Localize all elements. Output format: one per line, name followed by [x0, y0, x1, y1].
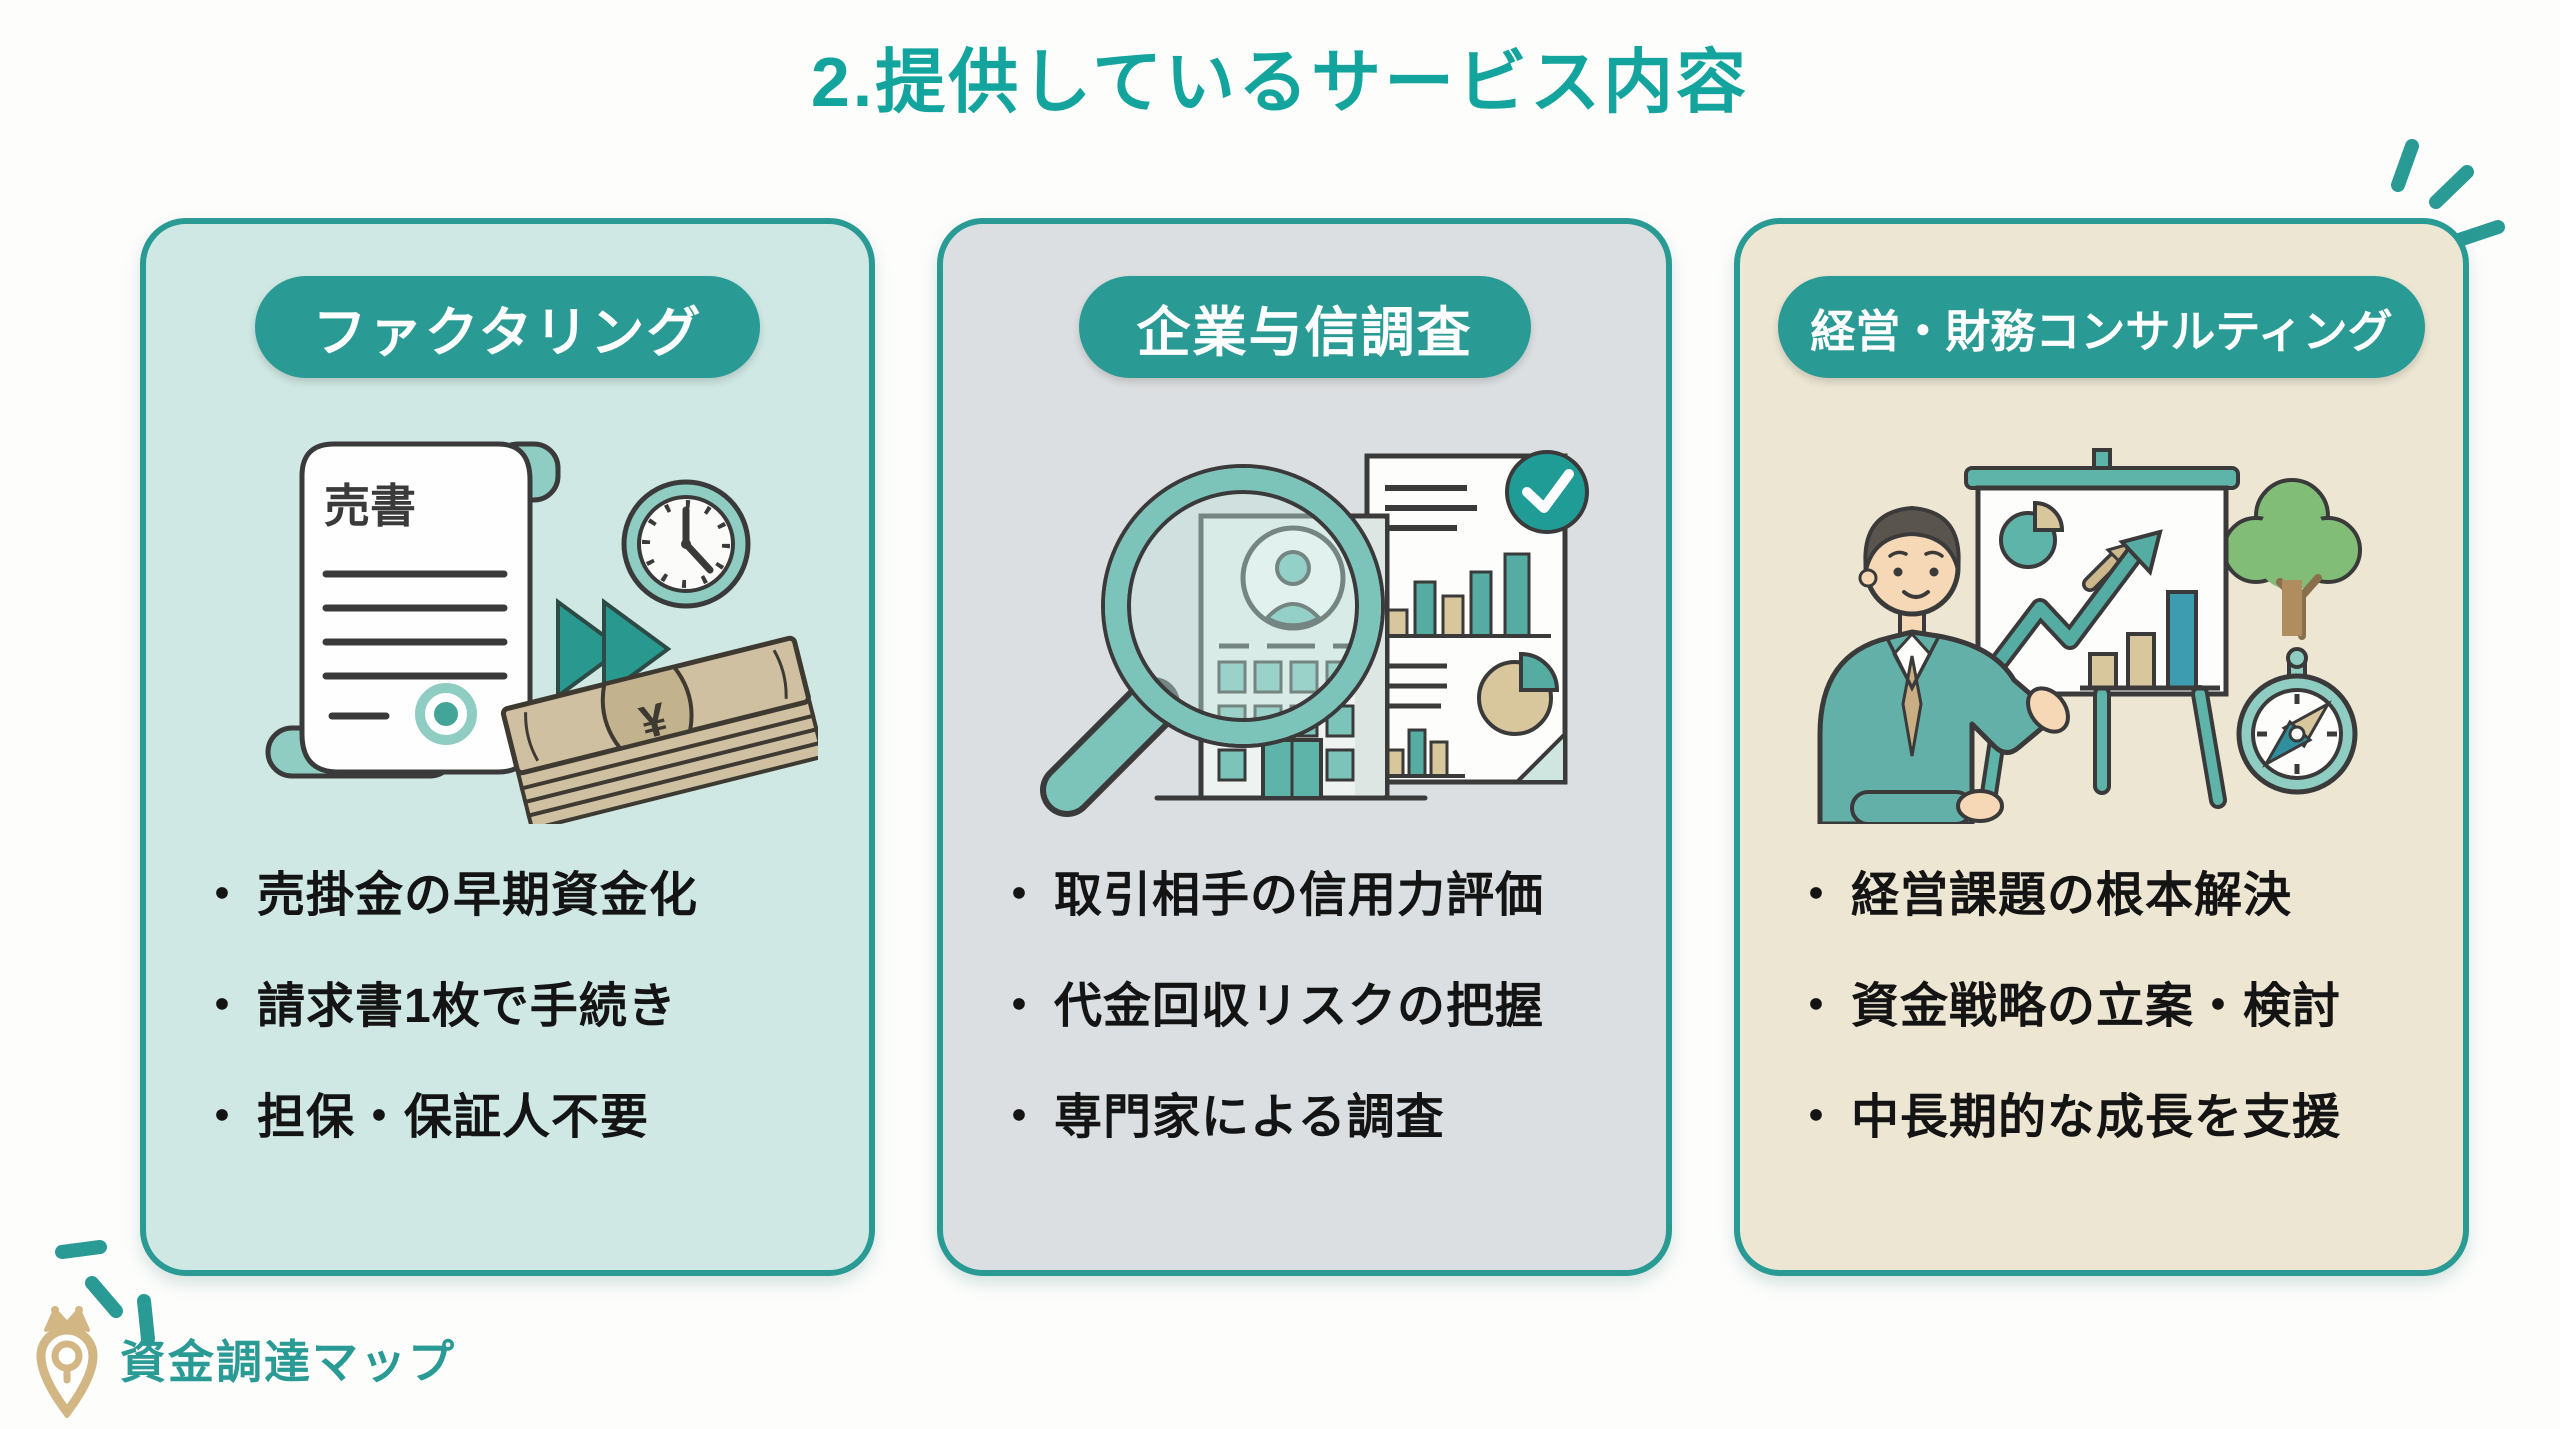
- presenter-icon: [1817, 505, 2070, 824]
- magnifier-icon: [1039, 464, 1385, 817]
- clock-icon: [621, 479, 750, 609]
- card-credit-research-illustration-wrap: [943, 398, 1666, 830]
- bullet-item: ・担保・保証人不要: [198, 1090, 849, 1145]
- bullet-item: ・代金回収リスクの把握: [995, 979, 1646, 1034]
- card-consulting: 経営・財務コンサルティング: [1734, 218, 2469, 1276]
- bullet-marker: ・: [995, 869, 1045, 922]
- site-logo: 資金調達マップ: [28, 1300, 456, 1418]
- card-consulting-bullets: ・経営課題の根本解決 ・資金戦略の立案・検討 ・中長期的な成長を支援: [1740, 868, 2463, 1146]
- bullet-item: ・専門家による調査: [995, 1090, 1646, 1145]
- bullet-text: 中長期的な成長を支援: [1851, 1091, 2342, 1145]
- bullet-item: ・売掛金の早期資金化: [198, 868, 849, 923]
- site-logo-text: 資金調達マップ: [120, 1336, 456, 1388]
- bullet-marker: ・: [198, 980, 248, 1034]
- bullet-text: 資金戦略の立案・検討: [1851, 980, 2342, 1034]
- credit-research-illustration: [1039, 450, 1589, 817]
- bullet-item: ・資金戦略の立案・検討: [1792, 979, 2443, 1034]
- bullet-marker: ・: [1792, 1091, 1842, 1145]
- card-credit-research: 企業与信調査: [937, 218, 1672, 1276]
- card-consulting-illustration-wrap: [1740, 398, 2463, 830]
- money-stack-icon: ¥: [500, 635, 818, 824]
- page-title: 2.提供しているサービス内容: [810, 43, 1750, 121]
- sparkle-marks-bottom-left: [55, 1240, 155, 1346]
- card-factoring: ファクタリング 売書: [140, 218, 875, 1276]
- card-factoring-header: ファクタリング: [254, 276, 761, 378]
- bullet-text: 売掛金の早期資金化: [257, 869, 699, 922]
- bullet-marker: ・: [198, 869, 248, 922]
- bullet-marker: ・: [995, 980, 1045, 1034]
- bullet-marker: ・: [1792, 980, 1842, 1034]
- bullet-text: 経営課題の根本解決: [1851, 869, 2293, 922]
- check-circle-icon: [1504, 450, 1589, 534]
- map-pin-crown-icon: [36, 1306, 98, 1418]
- bullet-text: 専門家による調査: [1054, 1091, 1445, 1145]
- bullet-text: 取引相手の信用力評価: [1054, 869, 1545, 922]
- bullet-text: 代金回収リスクの把握: [1054, 980, 1545, 1034]
- bullet-text: 担保・保証人不要: [257, 1091, 650, 1145]
- card-factoring-bullets: ・売掛金の早期資金化 ・請求書1枚で手続き ・担保・保証人不要: [146, 868, 869, 1146]
- invoice-doc-label: 売書: [324, 480, 416, 532]
- tree-icon: [2221, 478, 2362, 640]
- service-cards-row: ファクタリング 売書: [140, 218, 2469, 1276]
- bullet-marker: ・: [995, 1091, 1045, 1145]
- invoice-scroll-icon: 売書: [265, 441, 560, 779]
- card-consulting-header: 経営・財務コンサルティング: [1778, 276, 2425, 378]
- bullet-marker: ・: [1792, 869, 1842, 922]
- factoring-illustration: 売書: [265, 441, 818, 824]
- card-factoring-illustration-wrap: 売書: [146, 398, 869, 830]
- bullet-item: ・中長期的な成長を支援: [1792, 1090, 2443, 1145]
- fast-forward-icon: [555, 598, 671, 700]
- bullet-marker: ・: [198, 1091, 248, 1145]
- card-credit-research-header: 企業与信調査: [1078, 276, 1531, 378]
- card-credit-research-bullets: ・取引相手の信用力評価 ・代金回収リスクの把握 ・専門家による調査: [943, 868, 1666, 1146]
- compass-icon: [2236, 647, 2357, 795]
- sparkle-marks-top-right: [2391, 139, 2505, 247]
- bullet-text: 請求書1枚で手続き: [257, 980, 677, 1034]
- bullet-item: ・経営課題の根本解決: [1792, 868, 2443, 923]
- consulting-illustration: [1817, 448, 2362, 824]
- bullet-item: ・請求書1枚で手続き: [198, 979, 849, 1034]
- bullet-item: ・取引相手の信用力評価: [995, 868, 1646, 923]
